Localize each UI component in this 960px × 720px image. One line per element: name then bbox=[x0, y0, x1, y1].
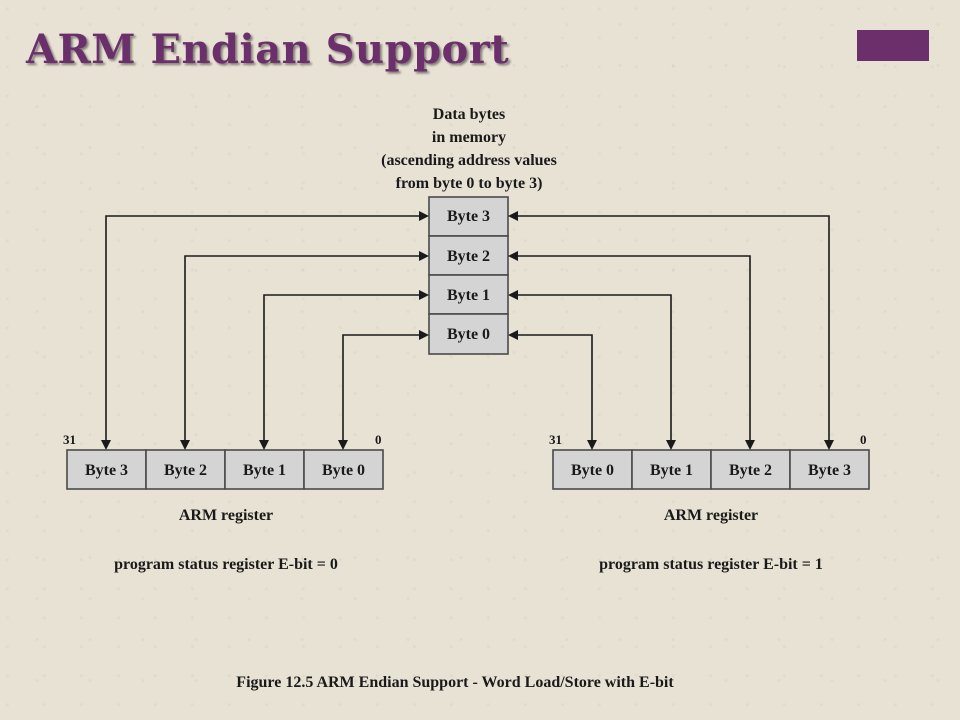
right-arrowhead-memory-byte-2 bbox=[508, 251, 518, 261]
right-wire-byte-3 bbox=[516, 215, 830, 442]
right-wire-byte-0 bbox=[516, 334, 593, 442]
left-register-label-3: Byte 1 bbox=[243, 462, 286, 479]
right-arrowhead-memory-byte-0 bbox=[508, 330, 518, 340]
left-arrowhead-register-byte-2 bbox=[180, 440, 190, 450]
memory-caption-line-2: in memory bbox=[432, 129, 506, 146]
memory-label-byte-1: Byte 1 bbox=[447, 287, 490, 304]
right-arrowhead-register-byte-3 bbox=[824, 440, 834, 450]
memory-caption-line-4: from byte 0 to byte 3) bbox=[396, 175, 543, 192]
memory-cell-byte-3 bbox=[428, 196, 509, 237]
left-register-cell-4 bbox=[303, 449, 384, 490]
right-register-label-1: Byte 0 bbox=[571, 462, 614, 479]
left-bit-0-label: 0 bbox=[375, 432, 382, 447]
memory-cell-byte-0 bbox=[428, 313, 509, 355]
left-register-label-2: Byte 2 bbox=[164, 462, 207, 479]
memory-caption-line-1: Data bytes bbox=[433, 106, 505, 123]
right-register-cell-1 bbox=[552, 449, 633, 490]
left-connectors bbox=[101, 211, 429, 450]
right-register-label-4: Byte 3 bbox=[808, 462, 851, 479]
memory-label-byte-0: Byte 0 bbox=[447, 326, 490, 343]
right-wire-byte-2 bbox=[516, 255, 751, 442]
left-ebit-status: program status register E-bit = 0 bbox=[114, 556, 338, 573]
right-bit-31-label: 31 bbox=[549, 432, 562, 447]
left-register-label-1: Byte 3 bbox=[85, 462, 128, 479]
left-bit-31-label: 31 bbox=[63, 432, 76, 447]
right-arrowhead-memory-byte-3 bbox=[508, 211, 518, 221]
right-wire-byte-1 bbox=[516, 294, 672, 442]
left-wire-byte-0 bbox=[342, 334, 421, 442]
left-arrowhead-memory-byte-2 bbox=[419, 251, 429, 261]
right-register-cell-3 bbox=[710, 449, 791, 490]
figure-caption: Figure 12.5 ARM Endian Support - Word Lo… bbox=[236, 674, 674, 691]
memory-label-byte-3: Byte 3 bbox=[447, 208, 490, 225]
memory-caption-line-3: (ascending address values bbox=[381, 152, 557, 169]
left-register: 31 0 Byte 3 Byte 2 Byte 1 Byte 0 ARM reg… bbox=[63, 432, 384, 573]
left-arrowhead-register-byte-0 bbox=[338, 440, 348, 450]
right-bit-0-label: 0 bbox=[860, 432, 867, 447]
right-register-cell-2 bbox=[631, 449, 712, 490]
left-register-cell-3 bbox=[224, 449, 305, 490]
left-arrowhead-memory-byte-3 bbox=[419, 211, 429, 221]
left-register-name: ARM register bbox=[179, 507, 273, 524]
right-arrowhead-register-byte-1 bbox=[666, 440, 676, 450]
right-arrowhead-register-byte-2 bbox=[745, 440, 755, 450]
right-register-cell-4 bbox=[789, 449, 870, 490]
right-connectors bbox=[508, 211, 834, 450]
right-ebit-status: program status register E-bit = 1 bbox=[599, 556, 823, 573]
memory-label-byte-2: Byte 2 bbox=[447, 248, 490, 265]
right-arrowhead-memory-byte-1 bbox=[508, 290, 518, 300]
slide-title: ARM Endian Support bbox=[26, 26, 510, 73]
right-register-name: ARM register bbox=[664, 507, 758, 524]
memory-column: Byte 3 Byte 2 Byte 1 Byte 0 bbox=[428, 196, 509, 355]
memory-caption: Data bytes in memory (ascending address … bbox=[381, 106, 557, 192]
left-arrowhead-register-byte-3 bbox=[101, 440, 111, 450]
right-register: 31 0 Byte 0 Byte 1 Byte 2 Byte 3 ARM reg… bbox=[549, 432, 870, 573]
left-arrowhead-memory-byte-1 bbox=[419, 290, 429, 300]
left-register-cell-1 bbox=[66, 449, 147, 490]
left-arrowhead-register-byte-1 bbox=[259, 440, 269, 450]
right-register-label-2: Byte 1 bbox=[650, 462, 693, 479]
left-arrowhead-memory-byte-0 bbox=[419, 330, 429, 340]
left-register-label-4: Byte 0 bbox=[322, 462, 365, 479]
left-register-cell-2 bbox=[145, 449, 226, 490]
left-wire-byte-1 bbox=[263, 294, 421, 442]
right-arrowhead-register-byte-0 bbox=[587, 440, 597, 450]
left-wire-byte-3 bbox=[105, 215, 421, 442]
accent-block bbox=[857, 30, 929, 61]
right-register-label-3: Byte 2 bbox=[729, 462, 772, 479]
left-wire-byte-2 bbox=[184, 255, 421, 442]
